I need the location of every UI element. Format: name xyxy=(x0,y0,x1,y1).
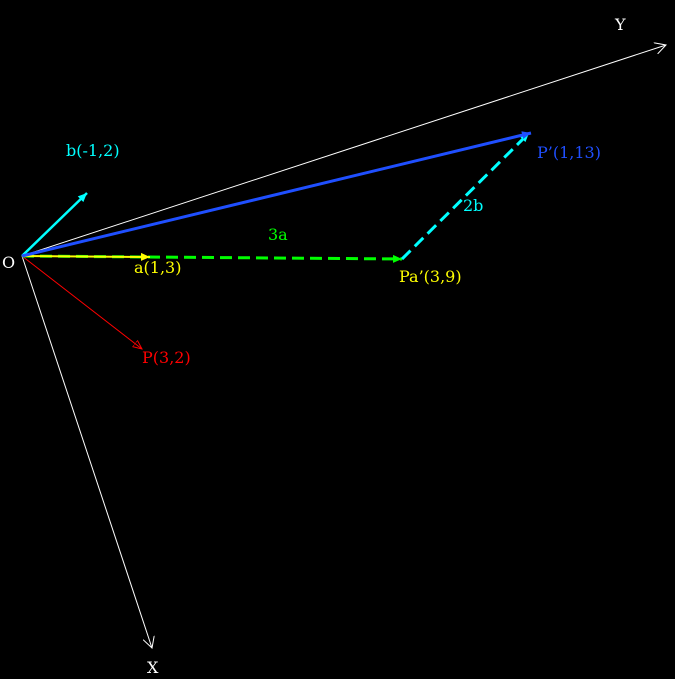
point-pa-prime-label: Pa’(3,9) xyxy=(399,267,462,286)
axis-x-line xyxy=(21,255,152,648)
vector-p-label: P(3,2) xyxy=(142,348,191,367)
vector-2b-arrow xyxy=(400,131,531,261)
vector-3a-label: 3a xyxy=(268,225,288,244)
vector-2b-label: 2b xyxy=(463,196,483,215)
vector-b-label: b(-1,2) xyxy=(66,141,120,160)
axis-y-label: Y xyxy=(614,15,626,34)
origin-label: O xyxy=(2,253,15,272)
axis-y-line xyxy=(21,45,666,257)
point-p-prime-label: P’(1,13) xyxy=(537,143,601,162)
vector-a-label: a(1,3) xyxy=(134,258,181,277)
vector-a-arrow xyxy=(21,252,151,261)
axis-x-label: X xyxy=(147,658,159,677)
vector-p-prime-arrow xyxy=(21,131,532,258)
vector-p-arrow xyxy=(21,255,142,349)
vector-b-arrow xyxy=(21,192,88,257)
